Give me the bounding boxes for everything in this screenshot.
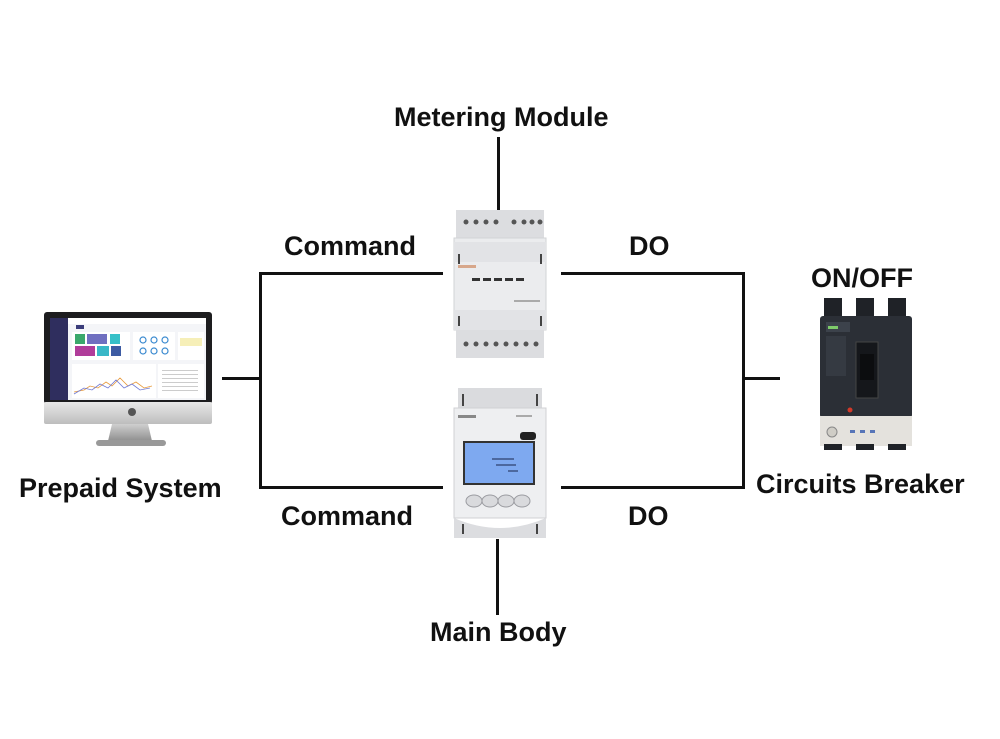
command-bottom-line <box>259 486 443 489</box>
breaker-stub-line <box>742 377 780 380</box>
on-off-label: ON/OFF <box>811 263 913 293</box>
circuit-breaker-label: Circuits Breaker <box>756 469 965 499</box>
command-bottom-label: Command <box>281 501 414 531</box>
right-bracket-vertical <box>742 272 745 489</box>
do-bottom-label: DO <box>628 501 669 531</box>
circuit-breaker-device-icon <box>820 298 912 450</box>
prepaid-system-label: Prepaid System <box>19 473 222 503</box>
command-top-label: Command <box>284 231 417 261</box>
metering-module-label: Metering Module <box>394 102 609 132</box>
main-body-label: Main Body <box>430 617 567 647</box>
prepaid-stub-line <box>222 377 262 380</box>
do-bottom-line <box>561 486 745 489</box>
main-body-device-icon <box>453 388 547 538</box>
command-top-line <box>259 272 443 275</box>
left-bracket-vertical <box>259 272 262 489</box>
do-top-label: DO <box>629 231 670 261</box>
metering-module-device-icon <box>453 210 547 358</box>
do-top-line <box>561 272 745 275</box>
prepaid-system-monitor-icon <box>44 312 212 446</box>
metering-module-connector <box>497 137 500 211</box>
main-body-connector <box>496 539 499 615</box>
